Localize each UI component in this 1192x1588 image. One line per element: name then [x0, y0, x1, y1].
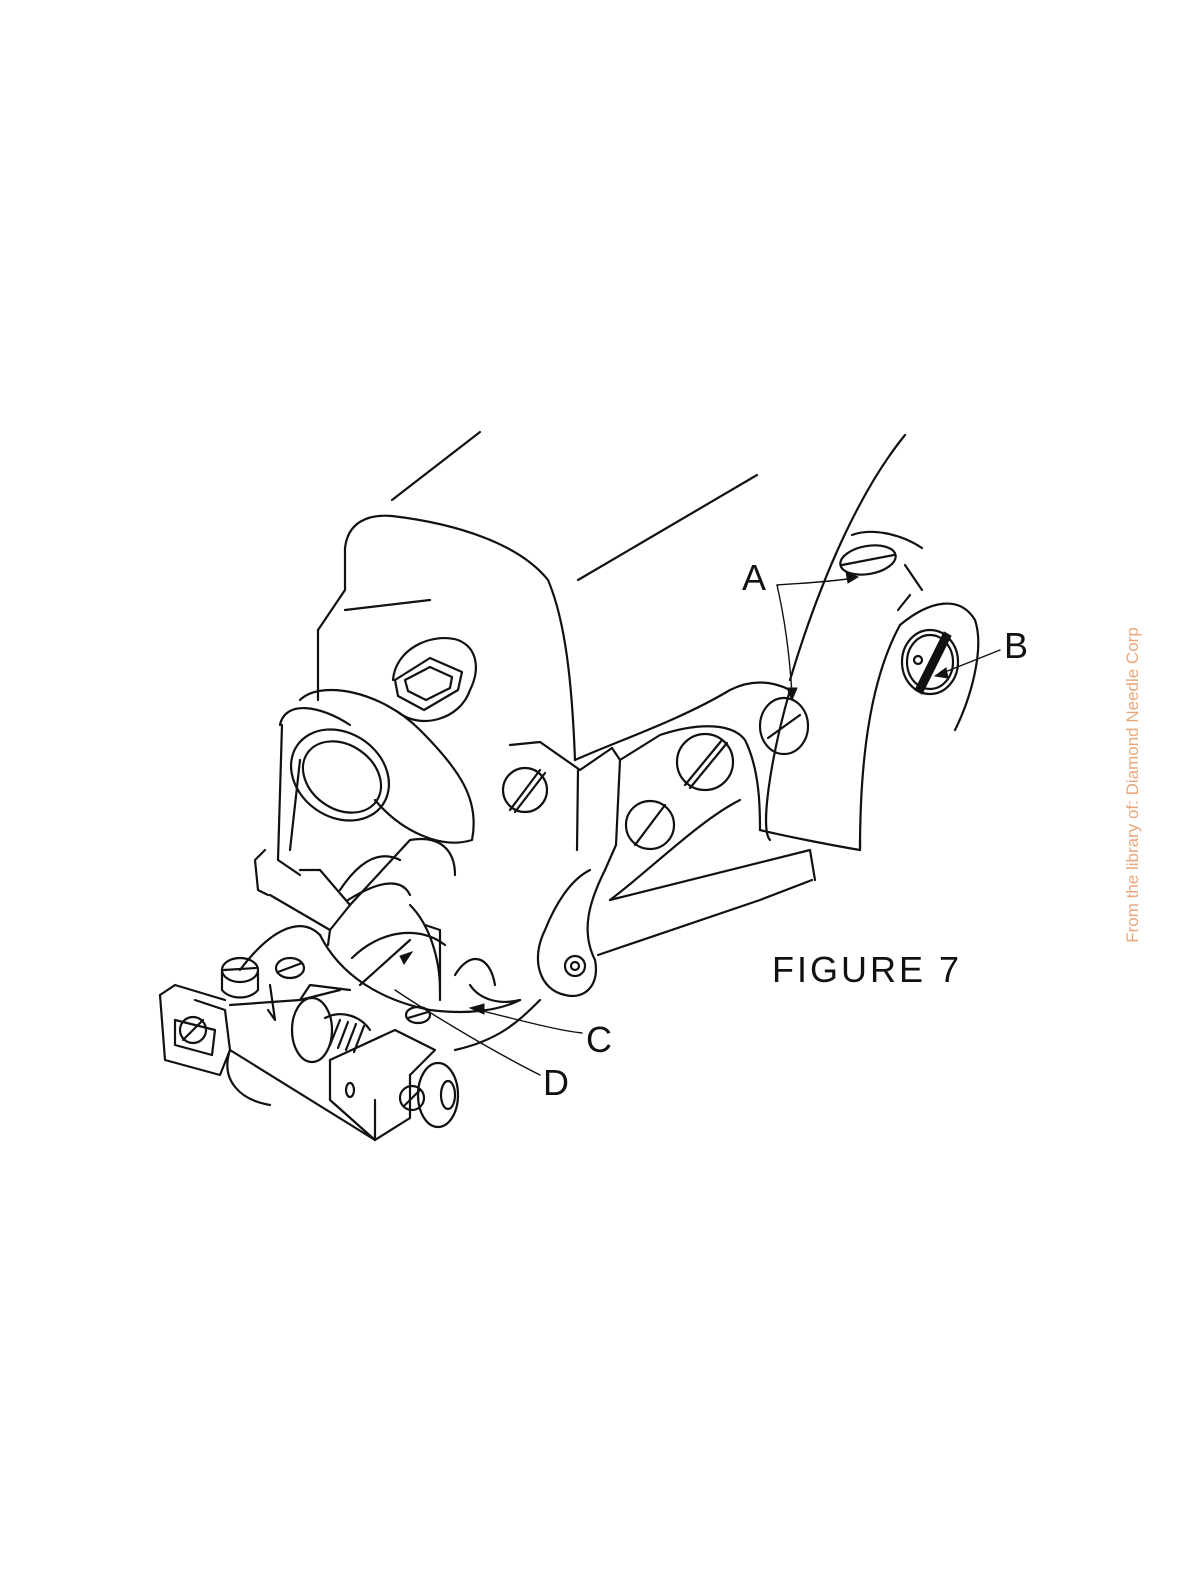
library-watermark: From the library of: Diamond Needle Corp [1123, 627, 1143, 943]
figure-title: FIGURE 7 [772, 952, 962, 988]
callout-label-b: B [1004, 628, 1028, 664]
callout-label-c: C [586, 1022, 612, 1058]
callout-label-a: A [742, 560, 766, 596]
callout-label-d: D [543, 1065, 569, 1101]
